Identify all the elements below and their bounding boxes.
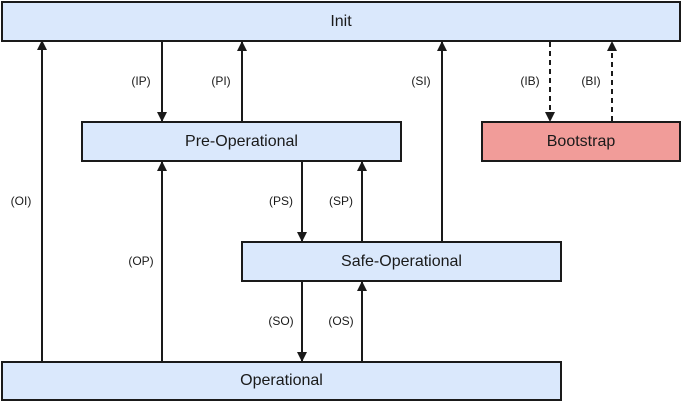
transition-label-ps: (PS) [269, 194, 293, 208]
state-init: Init [1, 1, 681, 42]
transition-label-sp: (SP) [329, 194, 353, 208]
state-safe-operational-label: Safe-Operational [341, 252, 462, 270]
transition-label-bi: (BI) [581, 74, 601, 88]
state-bootstrap-label: Bootstrap [546, 132, 616, 150]
transition-label-op: (OP) [128, 254, 154, 268]
transition-label-ib: (IB) [520, 74, 540, 88]
state-pre-operational: Pre-Operational [81, 121, 402, 162]
transition-label-so: (SO) [268, 314, 294, 328]
state-safe-operational: Safe-Operational [241, 241, 562, 282]
state-init-label: Init [330, 12, 352, 30]
transition-label-oi: (OI) [10, 194, 32, 208]
state-bootstrap: Bootstrap [481, 121, 681, 162]
state-pre-operational-label: Pre-Operational [185, 132, 298, 150]
transition-label-si: (SI) [411, 74, 431, 88]
transition-label-os: (OS) [328, 314, 354, 328]
state-operational-label: Operational [240, 372, 323, 389]
transition-label-pi: (PI) [211, 74, 231, 88]
state-operational: Operational [1, 361, 562, 401]
transition-label-ip: (IP) [131, 74, 151, 88]
